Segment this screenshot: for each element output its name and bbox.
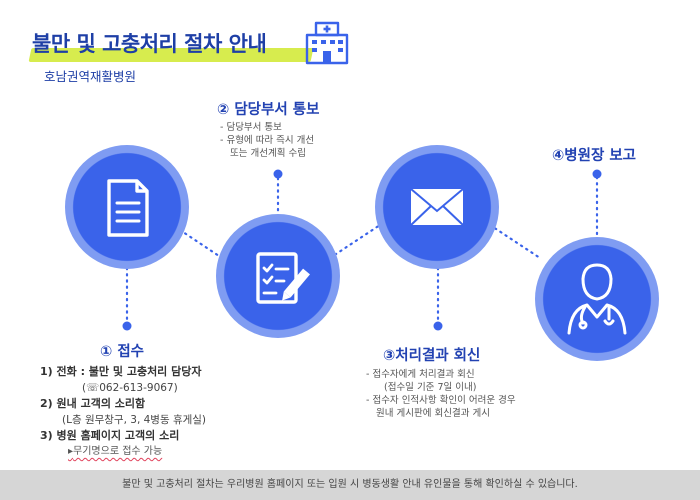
step2-circle <box>216 214 340 338</box>
title-block: 불만 및 고충처리 절차 안내 <box>22 18 322 66</box>
footer-notice: 불만 및 고충처리 절차는 우리병원 홈페이지 또는 입원 시 병동생활 안내 … <box>0 470 700 500</box>
connector-dot <box>433 321 443 331</box>
step4-circle <box>535 237 659 361</box>
desc-line: - 담당부서 통보 <box>220 122 282 133</box>
step1-circle <box>65 145 189 269</box>
step1-channel-list: 1) 전화 : 불만 및 고충처리 담당자 (☏062-613-9067) 2)… <box>40 364 206 460</box>
connector-dot <box>592 169 602 179</box>
list-item-detail: (L층 원무창구, 3, 4병동 휴게실) <box>62 414 207 426</box>
desc-line: 원내 게시판에 회신결과 게시 <box>376 408 490 419</box>
desc-line: (접수일 기준 7일 이내) <box>384 382 477 393</box>
step3-circle <box>375 145 499 269</box>
phone-number: (☏062-613-9067) <box>82 382 178 394</box>
document-icon <box>107 179 149 237</box>
desc-line: 또는 개선계획 수립 <box>230 148 306 159</box>
desc-line: - 유형에 따라 즉시 개선 <box>220 135 315 146</box>
doctor-icon <box>567 263 627 335</box>
checklist-icon <box>256 252 310 304</box>
connector-dot <box>273 169 283 179</box>
list-item: 1) 전화 : 불만 및 고충처리 담당자 <box>40 365 202 378</box>
list-item: 3) 병원 홈페이지 고객의 소리 <box>40 429 180 442</box>
step1-label: ① 접수 <box>94 340 153 364</box>
step2-description: - 담당부서 통보 - 유형에 따라 즉시 개선 또는 개선계획 수립 <box>220 121 314 160</box>
step3-description: - 접수자에게 처리결과 회신 (접수일 기준 7일 이내) - 접수자 인적사… <box>366 368 516 420</box>
hospital-building-icon <box>305 21 349 65</box>
hospital-name: 호남권역재활병원 <box>44 69 137 84</box>
step4-label: ④병원장 보고 <box>546 144 645 168</box>
list-item: 2) 원내 고객의 소리함 <box>40 397 146 410</box>
desc-line: - 접수자에게 처리결과 회신 <box>366 369 475 380</box>
step2-label: ② 담당부서 통보 <box>211 98 328 122</box>
envelope-icon <box>410 188 464 226</box>
desc-line: - 접수자 인적사항 확인이 어려운 경우 <box>366 395 516 406</box>
anonymous-note: 무기명으로 접수 가능 <box>40 444 206 460</box>
page-title: 불만 및 고충처리 절차 안내 <box>32 32 267 56</box>
connector-dot <box>122 321 132 331</box>
step3-label: ③처리결과 회신 <box>377 344 489 368</box>
